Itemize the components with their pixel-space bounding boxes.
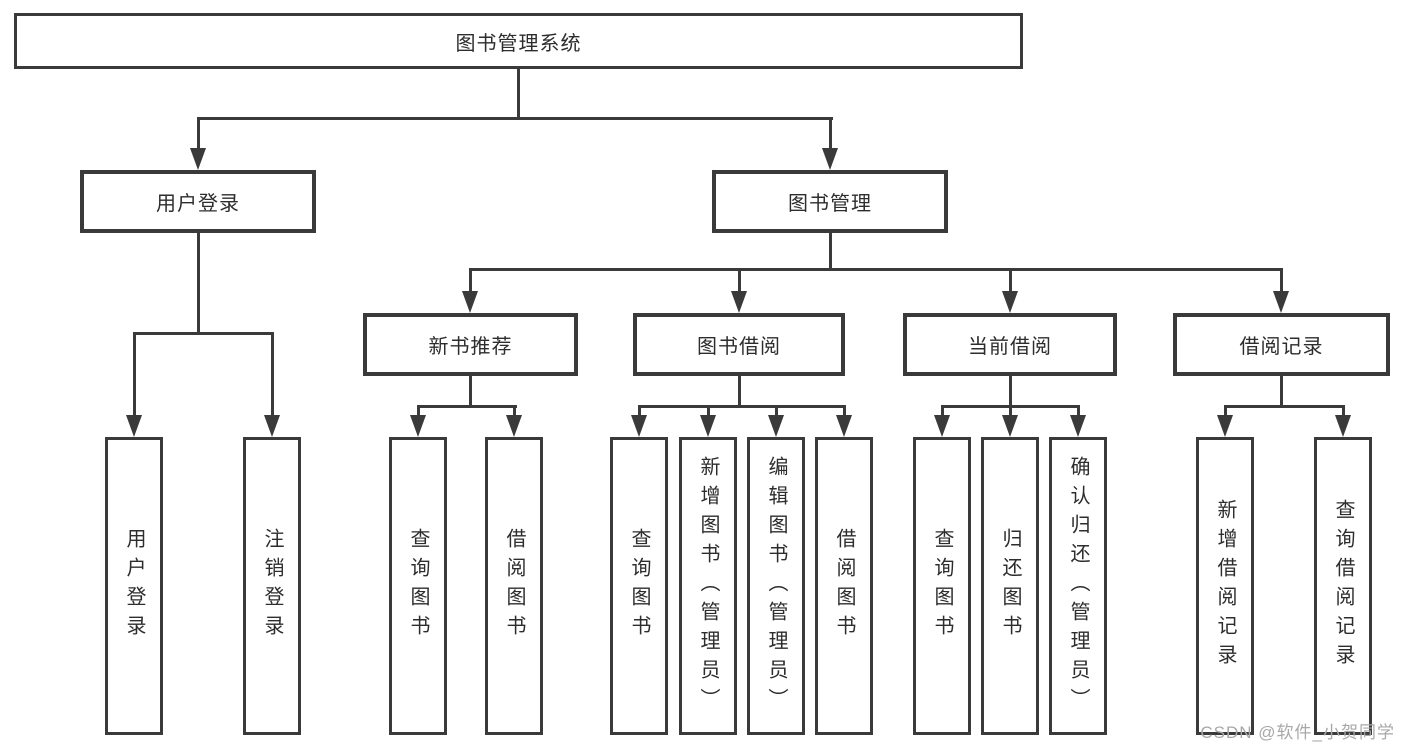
leaf-label: 注销登录	[261, 528, 283, 644]
leaf-label: 查询图书	[407, 528, 429, 644]
connector-line	[1009, 376, 1012, 408]
leaf-label: 归还图书	[999, 528, 1021, 644]
connector-line	[197, 233, 200, 335]
arrow-down-icon	[126, 415, 142, 437]
connector-line	[1280, 376, 1283, 408]
leaf-label: 借阅图书	[503, 528, 525, 644]
connector-line	[1224, 405, 1345, 408]
node-current-borrow: 当前借阅	[903, 313, 1117, 376]
leaf-edit-book-admin: 编辑图书（管理员）	[747, 437, 805, 735]
node-book-borrow: 图书借阅	[633, 313, 845, 376]
arrow-down-icon	[1335, 415, 1351, 437]
connector-line	[843, 405, 846, 419]
leaf-query-book-1: 查询图书	[389, 437, 447, 735]
arrow-down-icon	[1217, 415, 1233, 437]
leaf-return-book: 归还图书	[981, 437, 1039, 735]
connector-line	[738, 268, 741, 293]
connector-line	[1009, 268, 1012, 293]
node-book-management-branch: 图书管理	[712, 170, 948, 233]
arrow-down-icon	[700, 415, 716, 437]
arrow-down-icon	[768, 415, 784, 437]
leaf-logout: 注销登录	[243, 437, 301, 735]
leaf-borrow-book-2: 借阅图书	[815, 437, 873, 735]
leaf-add-book-admin: 新增图书（管理员）	[679, 437, 737, 735]
leaf-label: 查询借阅记录	[1332, 499, 1354, 673]
node-root-system: 图书管理系统	[14, 13, 1023, 69]
leaf-label: 查询图书	[931, 528, 953, 644]
leaf-label: 查询图书	[628, 528, 650, 644]
leaf-query-borrow-record: 查询借阅记录	[1314, 437, 1372, 735]
leaf-label: 用户登录	[123, 528, 145, 644]
connector-line	[1280, 268, 1283, 293]
connector-line	[133, 332, 274, 335]
node-new-book-recommend: 新书推荐	[363, 313, 578, 376]
leaf-label: 确认归还（管理员）	[1067, 455, 1089, 717]
connector-line	[417, 405, 517, 408]
connector-line	[829, 117, 832, 149]
connector-line	[638, 405, 846, 408]
node-borrow-record: 借阅记录	[1173, 313, 1390, 376]
connector-line	[707, 405, 710, 419]
arrow-down-icon	[934, 415, 950, 437]
leaf-label: 编辑图书（管理员）	[765, 455, 787, 717]
connector-line	[1342, 405, 1345, 419]
connector-line	[271, 332, 274, 415]
arrow-down-icon	[836, 415, 852, 437]
leaf-confirm-return-admin: 确认归还（管理员）	[1049, 437, 1107, 735]
arrow-down-icon	[1070, 415, 1086, 437]
arrow-down-icon	[1002, 291, 1018, 313]
arrow-down-icon	[462, 291, 478, 313]
csdn-watermark: CSDN @软件_小贺同学	[1200, 723, 1395, 742]
connector-line	[638, 405, 641, 419]
arrow-down-icon	[410, 415, 426, 437]
node-user-login-branch: 用户登录	[80, 170, 316, 233]
leaf-label: 借阅图书	[833, 528, 855, 644]
arrow-down-icon	[506, 415, 522, 437]
connector-line	[1224, 405, 1227, 419]
connector-line	[469, 268, 1283, 271]
leaf-query-book-2: 查询图书	[610, 437, 668, 735]
connector-line	[417, 405, 420, 419]
arrow-down-icon	[264, 415, 280, 437]
leaf-user-login: 用户登录	[105, 437, 163, 735]
arrow-down-icon	[731, 291, 747, 313]
connector-line	[1009, 405, 1012, 419]
connector-line	[469, 376, 472, 408]
connector-line	[517, 69, 520, 120]
connector-line	[133, 332, 136, 415]
connector-line	[941, 405, 944, 419]
leaf-add-borrow-record: 新增借阅记录	[1196, 437, 1254, 735]
arrow-down-icon	[822, 148, 838, 170]
connector-line	[197, 117, 200, 149]
connector-line	[738, 376, 741, 408]
arrow-down-icon	[190, 148, 206, 170]
leaf-label: 新增图书（管理员）	[697, 455, 719, 717]
leaf-query-book-3: 查询图书	[913, 437, 971, 735]
leaf-label: 新增借阅记录	[1214, 499, 1236, 673]
arrow-down-icon	[1273, 291, 1289, 313]
connector-line	[1077, 405, 1080, 419]
arrow-down-icon	[631, 415, 647, 437]
leaf-borrow-book-1: 借阅图书	[485, 437, 543, 735]
connector-line	[197, 117, 833, 120]
connector-line	[513, 405, 516, 419]
connector-line	[829, 233, 832, 271]
arrow-down-icon	[1002, 415, 1018, 437]
connector-line	[775, 405, 778, 419]
connector-line	[469, 268, 472, 293]
